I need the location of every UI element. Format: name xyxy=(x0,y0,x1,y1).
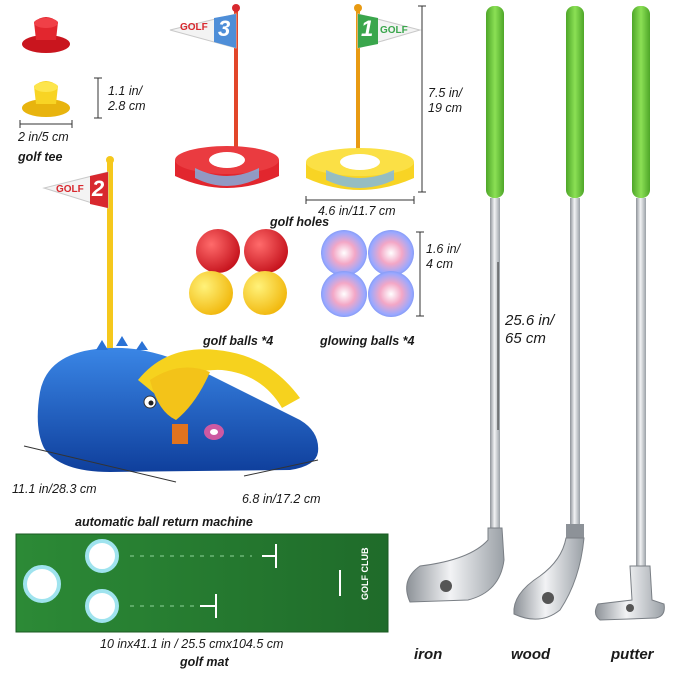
golf-tee-red xyxy=(22,17,70,53)
flag-height-line-1: 7.5 in/ xyxy=(428,86,463,100)
ball-dimension-line-2: 4 cm xyxy=(426,257,454,271)
golf-hole-red xyxy=(169,4,279,188)
golf-mat xyxy=(15,533,389,633)
wood-label: wood xyxy=(511,646,551,663)
iron-club xyxy=(406,6,505,603)
flag-2-word: GOLF xyxy=(56,184,84,195)
ball-dimension-line-1: 1.6 in/ xyxy=(426,242,461,256)
club-length-line-1: 25.6 in/ xyxy=(505,312,555,329)
putter-club xyxy=(594,6,665,621)
tee-height-dimension: 1.1 in/ 2.8 cm xyxy=(108,84,146,114)
golf-balls-label: golf balls *4 xyxy=(203,334,274,348)
golf-balls xyxy=(189,229,288,315)
machine-length-dimension: 11.1 in/28.3 cm xyxy=(12,482,97,496)
machine-label: automatic ball return machine xyxy=(75,515,253,529)
wood-club xyxy=(513,6,585,620)
machine-dimension-lines xyxy=(23,445,319,483)
flag-2-number: 2 xyxy=(92,176,105,201)
hole-width-dimension: 4.6 in/11.7 cm xyxy=(318,204,396,218)
hole-dimension-lines xyxy=(305,5,426,204)
ball-dimension: 1.6 in/ 4 cm xyxy=(426,242,460,272)
ball-return-machine xyxy=(37,336,319,472)
club-length-line-2: 65 cm xyxy=(505,330,546,347)
tee-width-dimension: 2 in/5 cm xyxy=(18,130,69,144)
golf-tee-yellow xyxy=(22,81,70,117)
flag-3-label: GOLF xyxy=(180,22,208,33)
golf-mat-label: golf mat xyxy=(180,655,229,669)
tee-height-line-1: 1.1 in/ xyxy=(108,84,143,98)
mat-brand: GOLF CLUB xyxy=(360,547,370,601)
ball-dimension-line xyxy=(416,231,424,317)
mat-size-dimension: 10 inx41.1 in / 25.5 cmx104.5 cm xyxy=(100,637,284,651)
flag-1-word: GOLF xyxy=(380,25,408,36)
golf-holes-label: golf holes xyxy=(270,215,330,229)
golf-flag-2 xyxy=(42,156,114,372)
flag-height-line-2: 19 cm xyxy=(428,101,463,115)
flag-height-dimension: 7.5 in/ 19 cm xyxy=(428,86,462,116)
golf-tee-label: golf tee xyxy=(18,150,63,164)
tee-height-line-2: 2.8 cm xyxy=(108,99,146,113)
glowing-balls-label: glowing balls *4 xyxy=(320,334,415,348)
glowing-balls xyxy=(321,230,414,317)
putter-label: putter xyxy=(611,646,654,663)
tee-dimension-lines xyxy=(19,77,102,128)
machine-width-dimension: 6.8 in/17.2 cm xyxy=(242,492,321,506)
flag-3-number: 3 xyxy=(218,16,231,41)
golf-hole-yellow xyxy=(306,4,422,190)
flag-1-number: 1 xyxy=(361,16,374,41)
club-length-dimension: 25.6 in/ 65 cm xyxy=(505,312,554,348)
flag-3-word: GOLF xyxy=(180,22,208,33)
iron-label: iron xyxy=(414,646,443,663)
